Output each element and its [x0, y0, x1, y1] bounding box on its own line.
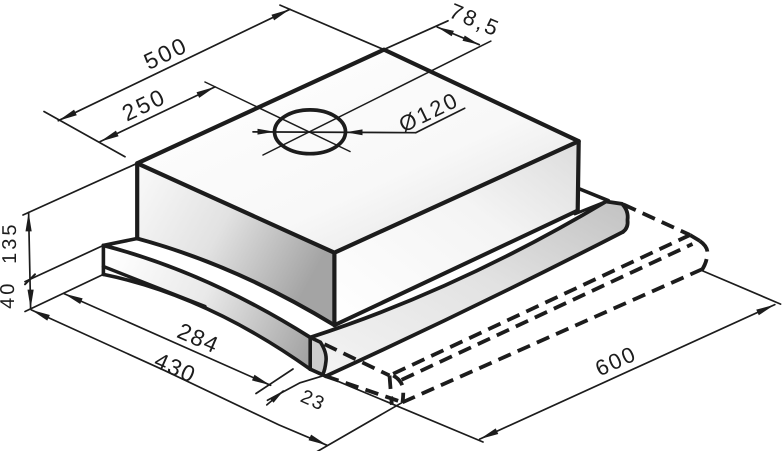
svg-text:40: 40 [0, 281, 19, 309]
svg-text:135: 135 [0, 222, 21, 264]
